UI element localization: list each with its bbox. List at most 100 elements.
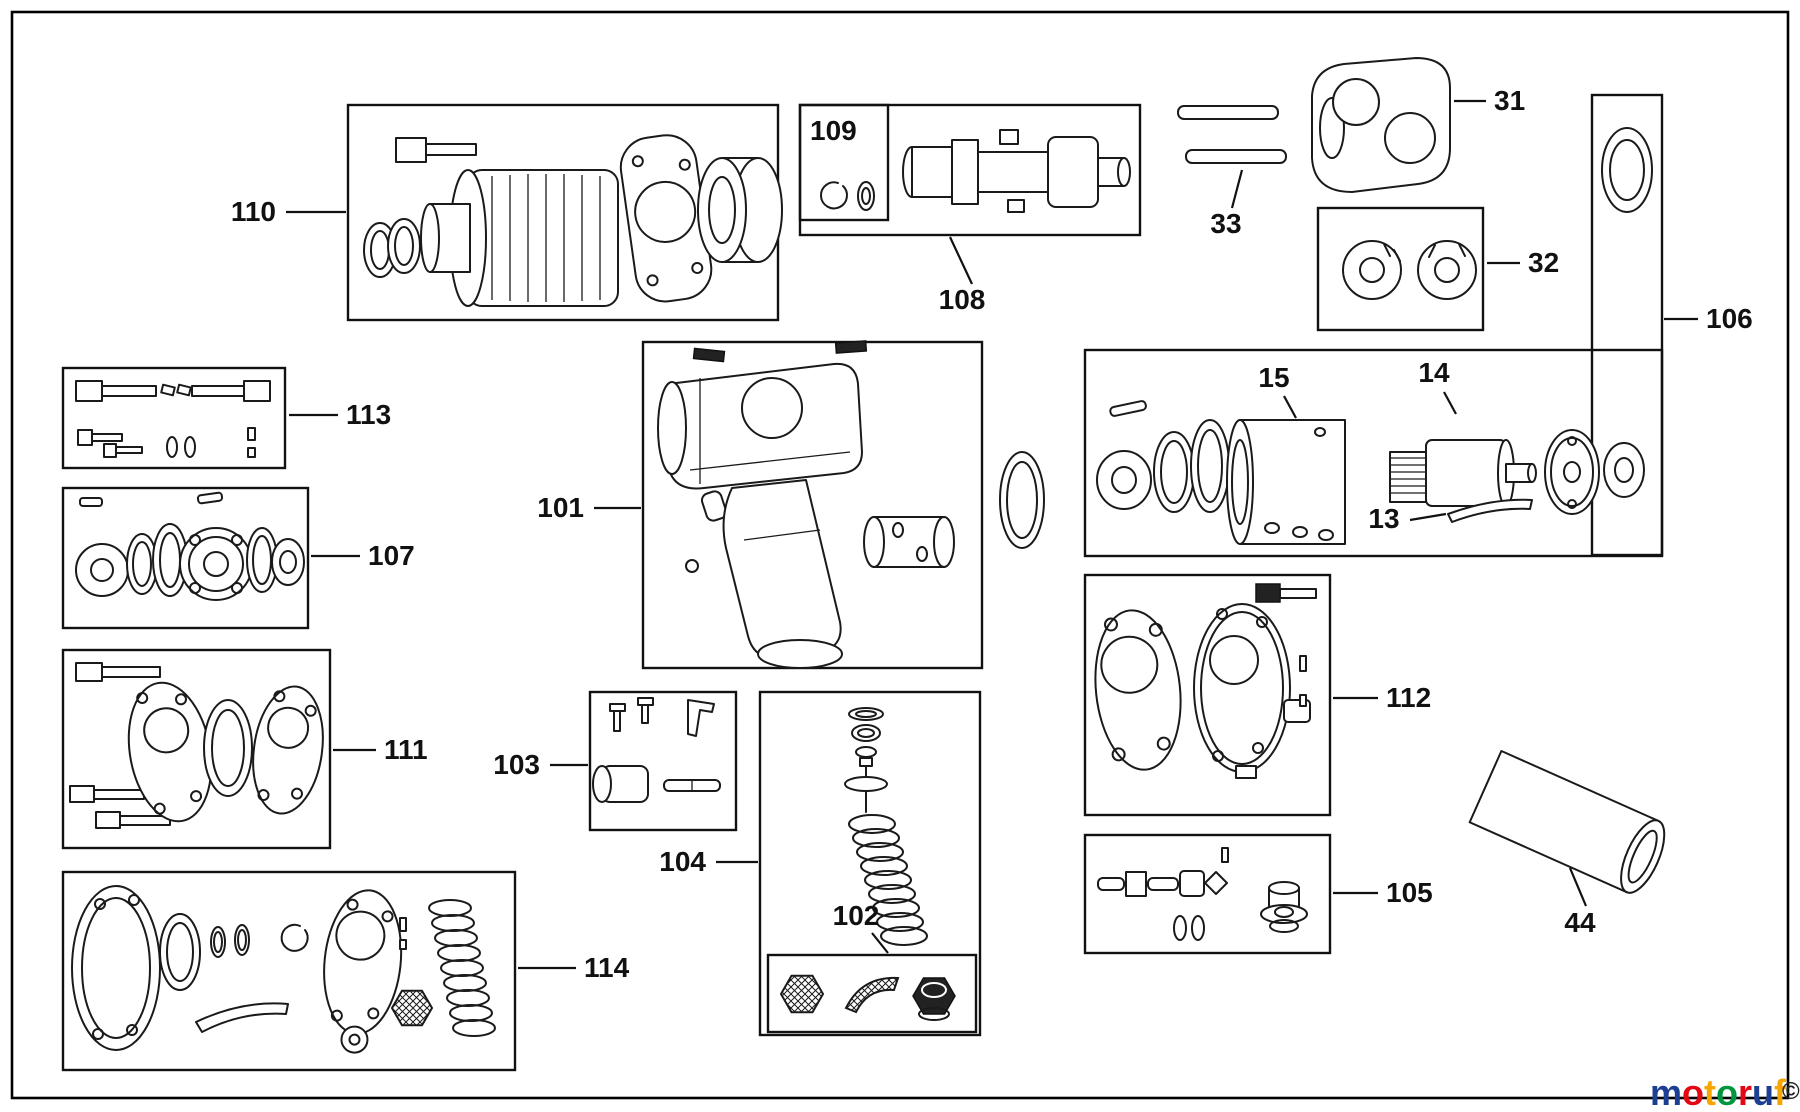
hammer-dog [1417, 240, 1477, 300]
box-102-outline [766, 953, 978, 1034]
callout-label-106: 106 [1706, 303, 1753, 334]
callout-label-108: 108 [939, 284, 986, 315]
ring [159, 913, 201, 991]
callout-33: 33 [1210, 169, 1244, 239]
o-ring [210, 926, 226, 958]
callout-112: 112 [1333, 682, 1431, 713]
callout-110: 110 [231, 196, 346, 227]
bearing [1096, 450, 1152, 510]
pin [1299, 694, 1307, 707]
part-box-107 [61, 486, 310, 630]
watermark-letter: r [1738, 1072, 1753, 1112]
seal-ring [1601, 127, 1653, 213]
tool-housing [657, 362, 863, 490]
part-box-114 [61, 870, 517, 1072]
callout-14: 14 [1418, 357, 1457, 415]
grommet-cap [1260, 881, 1308, 933]
callout-label-109: 109 [810, 115, 857, 146]
valve-block [592, 765, 649, 803]
gasket [1094, 609, 1182, 771]
vane-13 [1447, 498, 1533, 523]
ring [1190, 419, 1230, 513]
bracket [687, 699, 715, 737]
callout-label-44: 44 [1564, 907, 1596, 938]
callout-label-110: 110 [231, 196, 276, 227]
pin [196, 491, 224, 505]
sleeve-cylinder [863, 516, 955, 568]
gasket-plate [323, 889, 403, 1054]
screw [77, 429, 123, 446]
flange [179, 527, 253, 601]
callout-label-14: 14 [1418, 357, 1450, 388]
hammer-dog [1342, 240, 1402, 300]
trigger [700, 490, 728, 522]
part-box-15-14 [1083, 348, 1664, 558]
gasket-large [71, 885, 161, 1051]
motor-housing [420, 169, 619, 307]
free-o-ring [999, 451, 1045, 549]
valve-linkage [1097, 870, 1228, 897]
o-ring [234, 924, 250, 956]
box-107-outline [61, 486, 310, 630]
ring [126, 533, 158, 595]
deflector [844, 976, 900, 1014]
callout-label-104: 104 [659, 846, 706, 877]
callout-label-32: 32 [1528, 247, 1559, 278]
gasket [127, 681, 213, 823]
callout-label-33: 33 [1210, 208, 1241, 239]
bearing [271, 538, 305, 586]
bushing [697, 157, 783, 263]
callout-15: 15 [1258, 362, 1297, 419]
mesh-filter [779, 974, 825, 1014]
gasket-ring [203, 699, 253, 797]
dowel-pin [1109, 400, 1147, 417]
socket-bolt [75, 380, 157, 402]
cylinder-15 [1226, 419, 1346, 545]
watermark-letter: u [1752, 1072, 1775, 1112]
callout-label-111: 111 [384, 734, 428, 765]
box-15-outline [1083, 348, 1664, 558]
pin [399, 939, 407, 950]
part-box-105 [1083, 833, 1332, 955]
box-103-outline [588, 690, 738, 832]
callout-label-103: 103 [493, 749, 540, 780]
ring [246, 527, 278, 593]
washer [166, 436, 178, 458]
copyright-icon: © [1782, 1078, 1800, 1105]
mesh-filter [390, 989, 434, 1027]
retaining-ring [280, 923, 309, 952]
box-32-outline [1316, 206, 1485, 332]
key [160, 383, 176, 397]
screw [103, 443, 143, 458]
callout-113: 113 [289, 399, 391, 430]
part-muffler-44 [1468, 749, 1666, 894]
small-o-ring [857, 181, 875, 211]
retainer-nut [912, 977, 956, 1021]
part-pins-33 [1177, 105, 1287, 164]
part-box-112 [1083, 573, 1332, 817]
callout-32: 32 [1487, 247, 1559, 278]
box-113-outline [61, 366, 287, 470]
box-104-outline [758, 690, 982, 1037]
pin [79, 497, 103, 507]
callout-label-114: 114 [584, 952, 630, 983]
socket-bolt [75, 662, 161, 682]
o-ring [1173, 915, 1187, 941]
socket-bolt [395, 137, 477, 163]
box-114-outline [61, 870, 517, 1072]
pin [399, 917, 407, 932]
box-109-outline [798, 103, 890, 222]
part-hammer-cage-31 [1311, 57, 1451, 193]
page-border [10, 10, 1790, 1100]
rotor-14 [1389, 439, 1537, 507]
watermark-logo: motoruf© [1650, 1072, 1800, 1112]
handle [722, 479, 843, 669]
watermark-letter: o [1682, 1072, 1705, 1112]
callout-label-102: 102 [833, 900, 880, 931]
screw [609, 703, 626, 732]
watermark-letter: f [1774, 1072, 1787, 1112]
callout-label-113: 113 [346, 399, 391, 430]
pin [1221, 847, 1229, 863]
callout-31: 31 [1454, 85, 1525, 116]
